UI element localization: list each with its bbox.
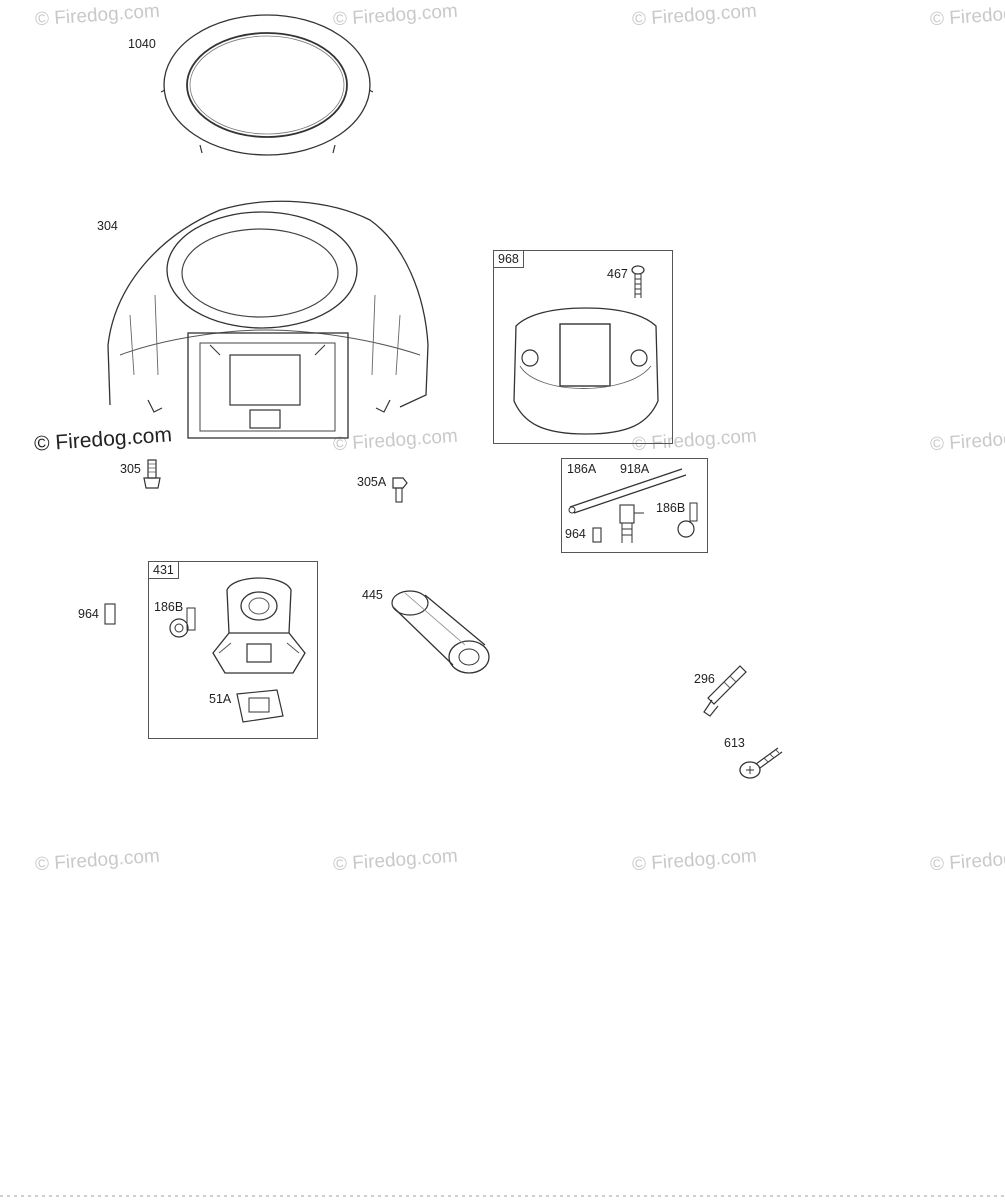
part-label-296: 296 xyxy=(694,672,715,686)
watermark: © Firedog.com xyxy=(929,425,1005,456)
watermark: © Firedog.com xyxy=(332,845,459,876)
watermark: © Firedog.com xyxy=(34,0,161,31)
stud-icon xyxy=(703,665,747,717)
bolt-icon xyxy=(143,459,161,489)
watermark: © Firedog.com xyxy=(929,0,1005,31)
assembly-box-186a: 186A 918A 186B 964 xyxy=(561,458,708,553)
footer-strip xyxy=(0,1195,1005,1197)
assembly-box-968: 968 467 xyxy=(493,250,673,444)
part-label-918a: 918A xyxy=(620,462,650,476)
watermark: © Firedog.com xyxy=(34,845,161,876)
part-label-186a: 186A xyxy=(567,462,597,476)
guard-icon xyxy=(513,307,659,435)
hose-icon xyxy=(568,468,687,514)
watermark: © Firedog.com xyxy=(929,845,1005,876)
filter-cartridge-icon xyxy=(391,590,490,674)
part-label-305: 305 xyxy=(120,462,141,476)
part-label-613: 613 xyxy=(724,736,745,750)
part-label-964-left: 964 xyxy=(78,607,99,621)
bolt-icon xyxy=(392,477,408,503)
part-label-305a: 305A xyxy=(357,475,387,489)
sleeve-icon xyxy=(592,527,602,543)
assembly-number: 968 xyxy=(494,251,524,268)
elbow-fitting-icon xyxy=(169,607,196,638)
sleeve-icon xyxy=(104,603,116,625)
assembly-box-431: 431 186B 51A xyxy=(148,561,318,739)
blower-housing-icon xyxy=(107,200,429,439)
watermark: © Firedog.com xyxy=(631,845,758,876)
part-label-51a: 51A xyxy=(209,692,232,706)
part-label-304: 304 xyxy=(97,219,118,233)
screw-icon xyxy=(631,265,645,298)
part-label-186b: 186B xyxy=(154,600,184,614)
part-label-445: 445 xyxy=(362,588,383,602)
part-label-186b: 186B xyxy=(656,501,686,515)
screw-icon xyxy=(739,747,783,779)
part-label-964: 964 xyxy=(565,527,586,541)
watermark: © Firedog.com xyxy=(631,0,758,31)
elbow-fitting-icon xyxy=(677,502,698,538)
part-label-1040: 1040 xyxy=(128,37,156,51)
gasket-icon xyxy=(236,689,284,723)
ring-icon xyxy=(160,14,374,156)
part-label-467: 467 xyxy=(607,267,628,281)
air-cleaner-base-icon xyxy=(212,577,306,674)
assembly-number: 431 xyxy=(149,562,179,579)
fitting-icon xyxy=(619,504,644,543)
